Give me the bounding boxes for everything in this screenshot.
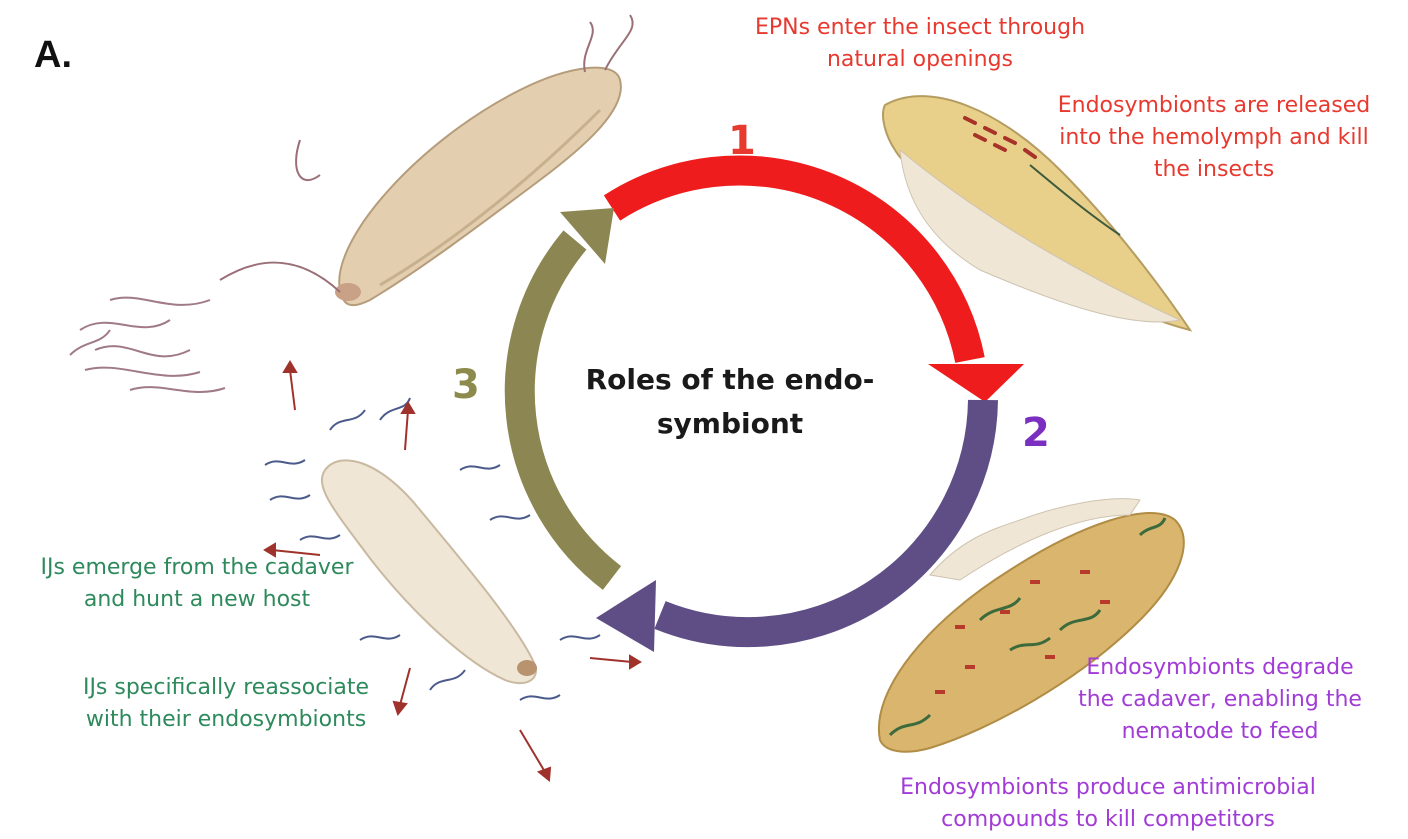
annotation-degrade: Endosymbionts degrade the cadaver, enabl… bbox=[1060, 652, 1380, 748]
step-number-1: 1 bbox=[728, 118, 756, 164]
annotation-emerge-line-2: and hunt a new host bbox=[14, 584, 380, 616]
annotation-released: Endosymbionts are released into the hemo… bbox=[1028, 90, 1400, 186]
annotation-epn-enter: EPNs enter the insect through natural op… bbox=[690, 12, 1150, 76]
annotation-released-line-2: into the hemolymph and kill bbox=[1028, 122, 1400, 154]
center-title: Roles of the endo- symbiont bbox=[570, 358, 890, 446]
step-number-2: 2 bbox=[1022, 410, 1050, 456]
free-living-nematodes bbox=[70, 298, 225, 392]
annotation-degrade-line-1: Endosymbionts degrade bbox=[1060, 652, 1380, 684]
annotation-emerge-line-1: IJs emerge from the cadaver bbox=[14, 552, 380, 584]
annotation-degrade-line-2: the cadaver, enabling the bbox=[1060, 684, 1380, 716]
annotation-epn-enter-line-1: EPNs enter the insect through bbox=[690, 12, 1150, 44]
center-title-line-1: Roles of the endo- bbox=[570, 358, 890, 402]
arrow-step-2-head bbox=[596, 580, 656, 652]
panel-label: A. bbox=[34, 34, 72, 77]
annotation-released-line-1: Endosymbionts are released bbox=[1028, 90, 1400, 122]
annotation-antimicrobial-line-2: compounds to kill competitors bbox=[858, 804, 1358, 836]
annotation-reassociate-line-2: with their endosymbionts bbox=[46, 704, 406, 736]
annotation-epn-enter-line-2: natural openings bbox=[690, 44, 1150, 76]
arrow-step-1-head bbox=[928, 364, 1024, 402]
annotation-antimicrobial: Endosymbionts produce antimicrobial comp… bbox=[858, 772, 1358, 836]
center-title-line-2: symbiont bbox=[570, 402, 890, 446]
annotation-released-line-3: the insects bbox=[1028, 154, 1400, 186]
step-number-3: 3 bbox=[452, 362, 480, 408]
annotation-reassociate-line-1: IJs specifically reassociate bbox=[46, 672, 406, 704]
annotation-emerge: IJs emerge from the cadaver and hunt a n… bbox=[14, 552, 380, 616]
annotation-reassociate: IJs specifically reassociate with their … bbox=[46, 672, 406, 736]
annotation-antimicrobial-line-1: Endosymbionts produce antimicrobial bbox=[858, 772, 1358, 804]
annotation-degrade-line-3: nematode to feed bbox=[1060, 716, 1380, 748]
